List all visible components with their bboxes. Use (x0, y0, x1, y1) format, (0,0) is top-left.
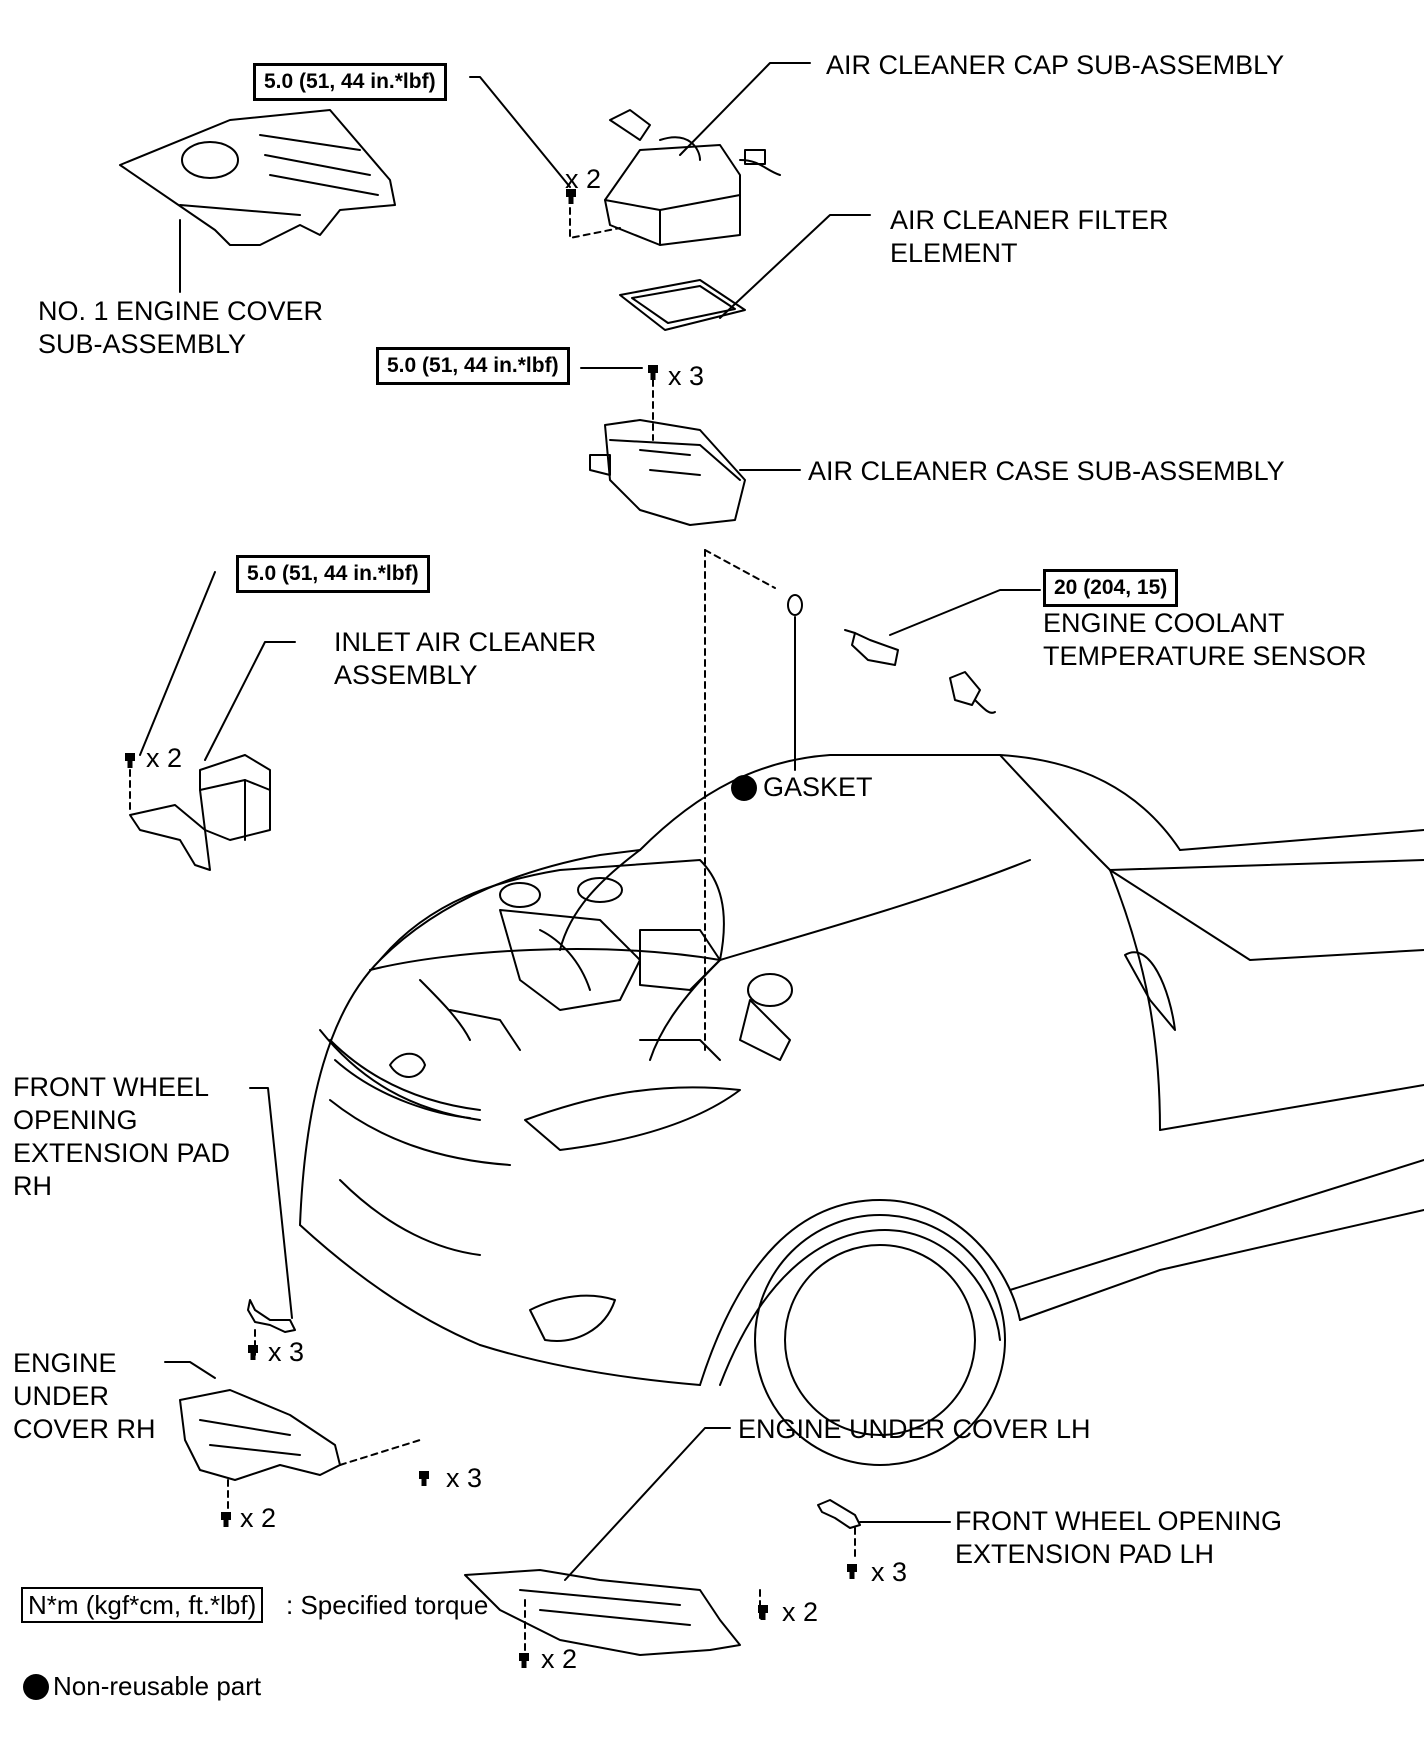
under-cover-lh-drawing (464, 1569, 741, 1656)
label-under-cover-rh: ENGINE UNDER COVER RH (13, 1348, 156, 1444)
label-inlet-air-cleaner: INLET AIR CLEANER ASSEMBLY (334, 627, 597, 690)
label-engine-cover: NO. 1 ENGINE COVER SUB-ASSEMBLY (38, 296, 324, 359)
qty-cover-lh-bottom: x 2 (541, 1644, 578, 1674)
qty-cap-bolts: x 2 (565, 164, 602, 194)
label-fw-pad-lh: FRONT WHEEL OPENING EXTENSION PAD LH (955, 1506, 1283, 1569)
dashed-install-lines (129, 207, 856, 1656)
inlet-air-cleaner-drawing (129, 754, 271, 871)
air-cleaner-cap-drawing (604, 109, 781, 246)
qty-cover-lh-side: x 2 (782, 1597, 819, 1627)
under-cover-rh-drawing (179, 1389, 341, 1481)
torque-inlet-bolts: 5.0 (51, 44 in.*lbf) (236, 555, 430, 593)
qty-inlet-bolts: x 2 (146, 743, 183, 773)
torque-cap-bolts: 5.0 (51, 44 in.*lbf) (253, 63, 447, 101)
label-air-cleaner-filter: AIR CLEANER FILTER ELEMENT (890, 205, 1169, 268)
car-body-drawing (299, 754, 1424, 1466)
label-gasket: GASKET (763, 772, 873, 802)
engine-cover-drawing (119, 109, 396, 246)
legend-torque-unit: N*m (kgf*cm, ft.*lbf) (21, 1587, 264, 1623)
label-fw-pad-rh: FRONT WHEEL OPENING EXTENSION PAD RH (13, 1072, 231, 1201)
legend-nonreusable-desc: Non-reusable part (53, 1671, 262, 1701)
air-cleaner-filter-drawing (619, 279, 746, 331)
label-air-cleaner-cap: AIR CLEANER CAP SUB-ASSEMBLY (826, 50, 1285, 80)
torque-case-bolts: 5.0 (51, 44 in.*lbf) (376, 347, 570, 385)
qty-pad-rh-clips: x 3 (268, 1337, 305, 1367)
qty-pad-lh-clips: x 3 (871, 1557, 908, 1587)
label-air-cleaner-case: AIR CLEANER CASE SUB-ASSEMBLY (808, 456, 1285, 486)
legend-torque-desc: : Specified torque (286, 1590, 489, 1620)
engine-bay-drawing (379, 859, 793, 1061)
coolant-sensor-drawing (844, 629, 996, 714)
gasket-drawing (787, 594, 803, 616)
fw-pad-lh-drawing (817, 1499, 861, 1529)
air-cleaner-case-drawing (589, 419, 746, 526)
qty-case-bolts: x 3 (668, 361, 705, 391)
legend-nonreusable-dot (23, 1674, 49, 1700)
nonreusable-dot (731, 775, 757, 801)
label-coolant-sensor: ENGINE COOLANT TEMPERATURE SENSOR (1043, 608, 1367, 671)
torque-coolant-sensor: 20 (204, 15) (1043, 569, 1179, 607)
bolt-icons (125, 189, 857, 1668)
qty-cover-rh-bottom: x 2 (240, 1503, 277, 1533)
fw-pad-rh-drawing (247, 1299, 296, 1333)
qty-cover-rh-side: x 3 (446, 1463, 483, 1493)
leader-lines (139, 62, 1041, 1581)
label-under-cover-lh: ENGINE UNDER COVER LH (738, 1414, 1091, 1444)
